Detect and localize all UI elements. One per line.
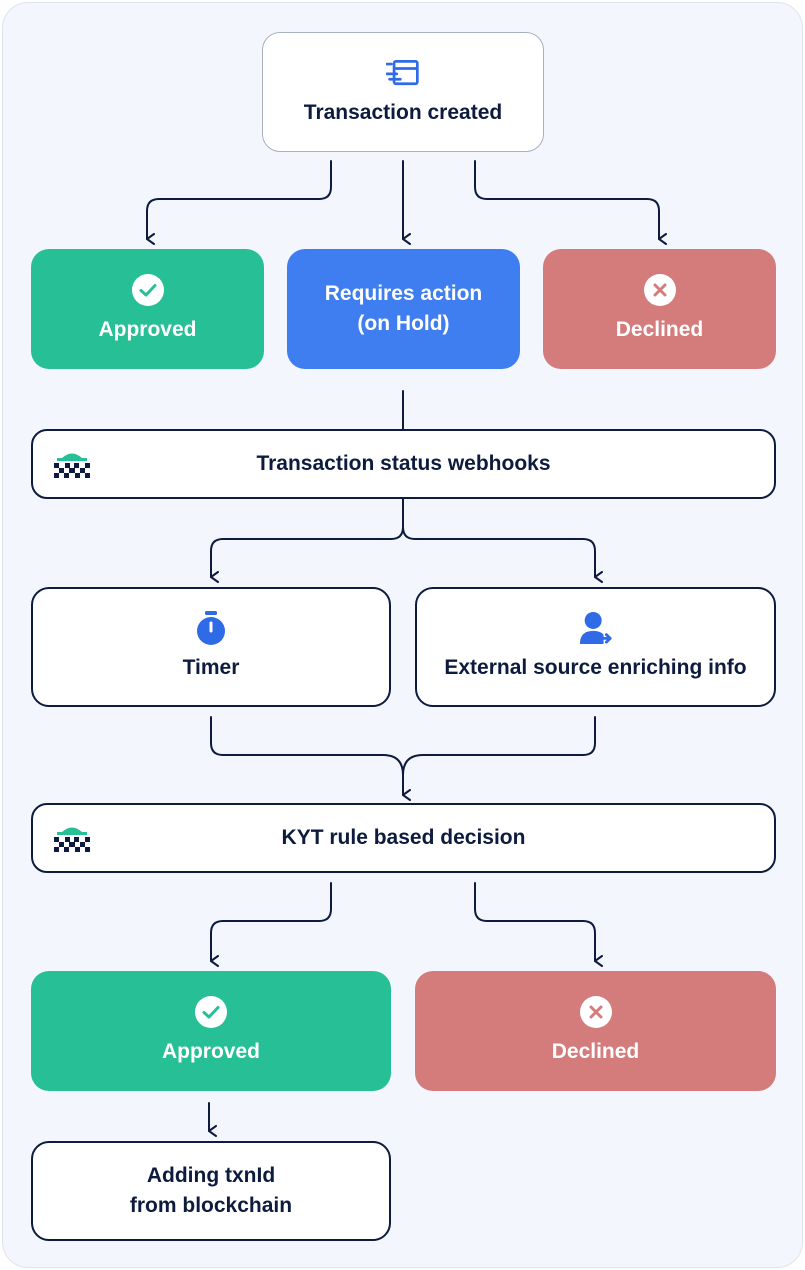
stopwatch-icon bbox=[194, 611, 228, 645]
x-circle-icon bbox=[643, 273, 677, 307]
node-timer: Timer bbox=[31, 587, 391, 707]
node-label: Declined bbox=[615, 318, 704, 341]
node-label-line1: Requires action bbox=[324, 282, 483, 305]
arrow-start-to-declined bbox=[474, 160, 667, 245]
node-transaction-created: Transaction created bbox=[262, 32, 544, 152]
x-circle-icon bbox=[579, 995, 613, 1029]
node-external-source: External source enriching info bbox=[415, 587, 776, 707]
transaction-card-icon bbox=[386, 56, 420, 90]
check-circle-icon bbox=[131, 273, 165, 307]
node-transaction-status-webhooks: Transaction status webhooks bbox=[31, 429, 776, 499]
logo-icon bbox=[51, 448, 93, 480]
arrow-start-to-approved bbox=[146, 160, 332, 245]
node-label: Declined bbox=[551, 1040, 640, 1063]
node-label: External source enriching info bbox=[444, 656, 747, 679]
node-label: Transaction created bbox=[303, 101, 503, 124]
arrow-webhooks-to-timer bbox=[210, 498, 404, 583]
node-approved-top: Approved bbox=[31, 249, 264, 369]
node-approved-bottom: Approved bbox=[31, 971, 391, 1091]
node-label: Timer bbox=[182, 656, 240, 679]
node-requires-action: Requires action (on Hold) bbox=[287, 249, 520, 369]
node-kyt-rule-based-decision: KYT rule based decision bbox=[31, 803, 776, 873]
node-label: Approved bbox=[98, 318, 197, 341]
line-timer-merge bbox=[210, 716, 404, 776]
node-declined-top: Declined bbox=[543, 249, 776, 369]
node-label: KYT rule based decision bbox=[281, 826, 526, 849]
node-adding-txnid: Adding txnId from blockchain bbox=[31, 1141, 391, 1241]
node-label-line2: from blockchain bbox=[129, 1194, 293, 1217]
logo-icon bbox=[51, 822, 93, 854]
node-label: Approved bbox=[161, 1040, 260, 1063]
node-label-line2: (on Hold) bbox=[357, 312, 450, 335]
check-circle-icon bbox=[194, 995, 228, 1029]
node-label-line1: Adding txnId bbox=[146, 1164, 276, 1187]
arrow-kyt-to-declined bbox=[474, 882, 603, 967]
arrow-kyt-to-approved bbox=[210, 882, 332, 967]
user-arrow-icon bbox=[579, 611, 613, 645]
line-external-merge bbox=[402, 716, 596, 801]
arrow-webhooks-to-external bbox=[402, 526, 603, 583]
node-label: Transaction status webhooks bbox=[256, 452, 551, 475]
node-declined-bottom: Declined bbox=[415, 971, 776, 1091]
